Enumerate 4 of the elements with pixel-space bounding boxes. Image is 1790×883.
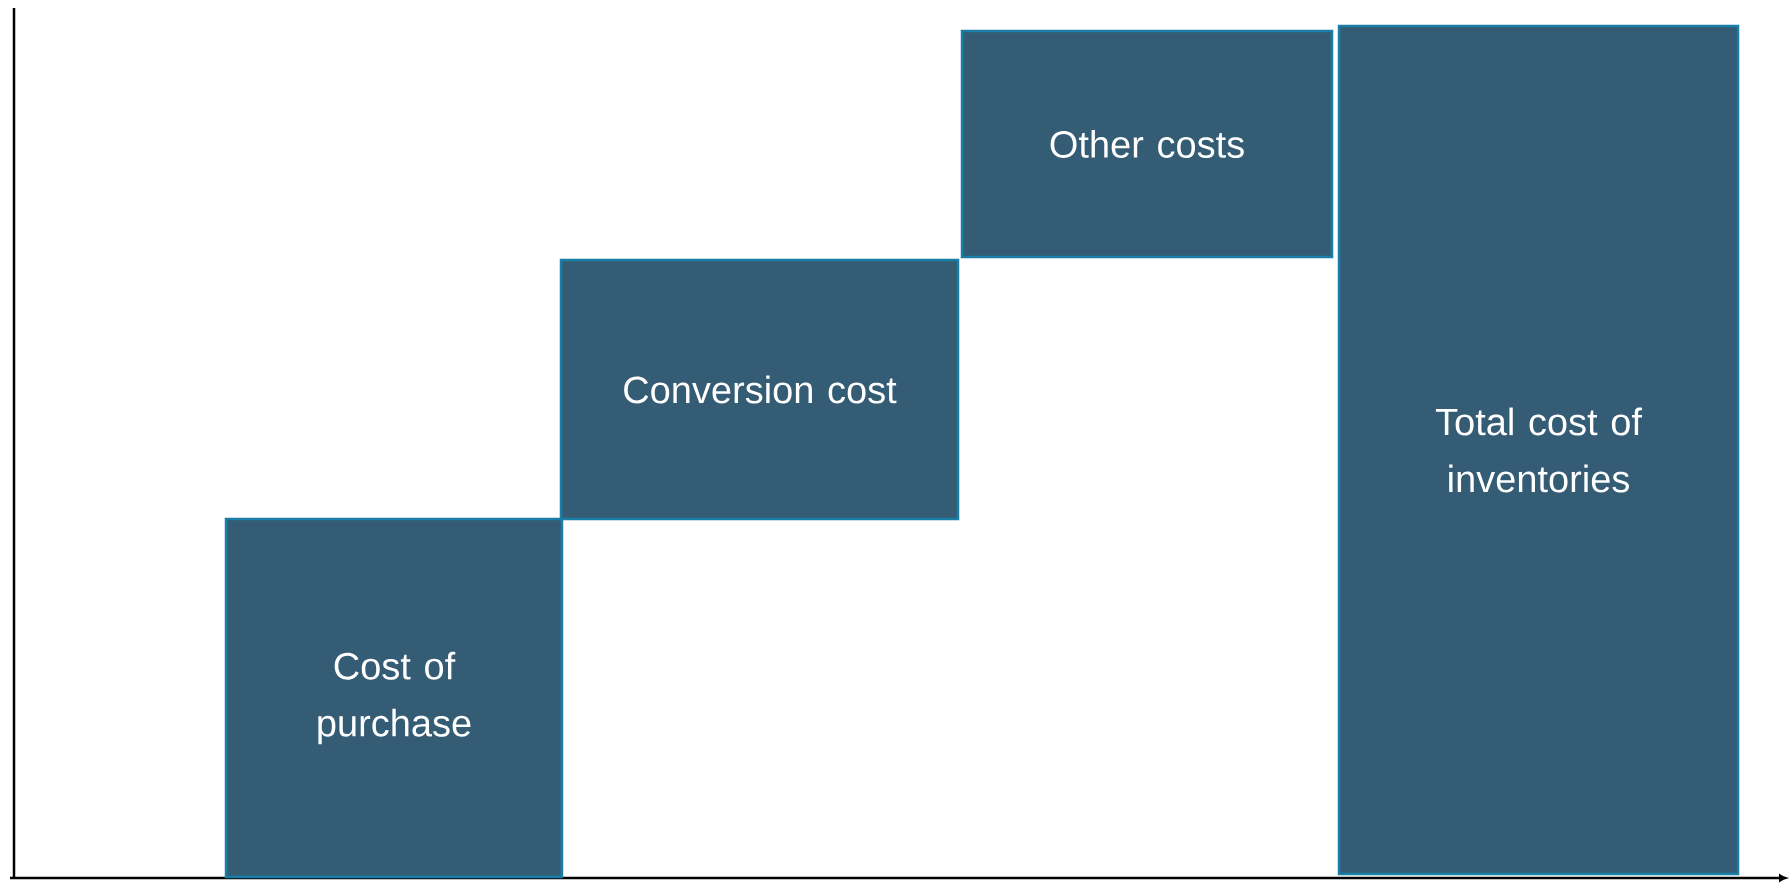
cost-box: Total cost of inventories: [1337, 24, 1740, 876]
cost-box: Cost of purchase: [224, 517, 564, 879]
cost-box: Conversion cost: [559, 258, 960, 521]
cost-box: Other costs: [960, 29, 1334, 259]
